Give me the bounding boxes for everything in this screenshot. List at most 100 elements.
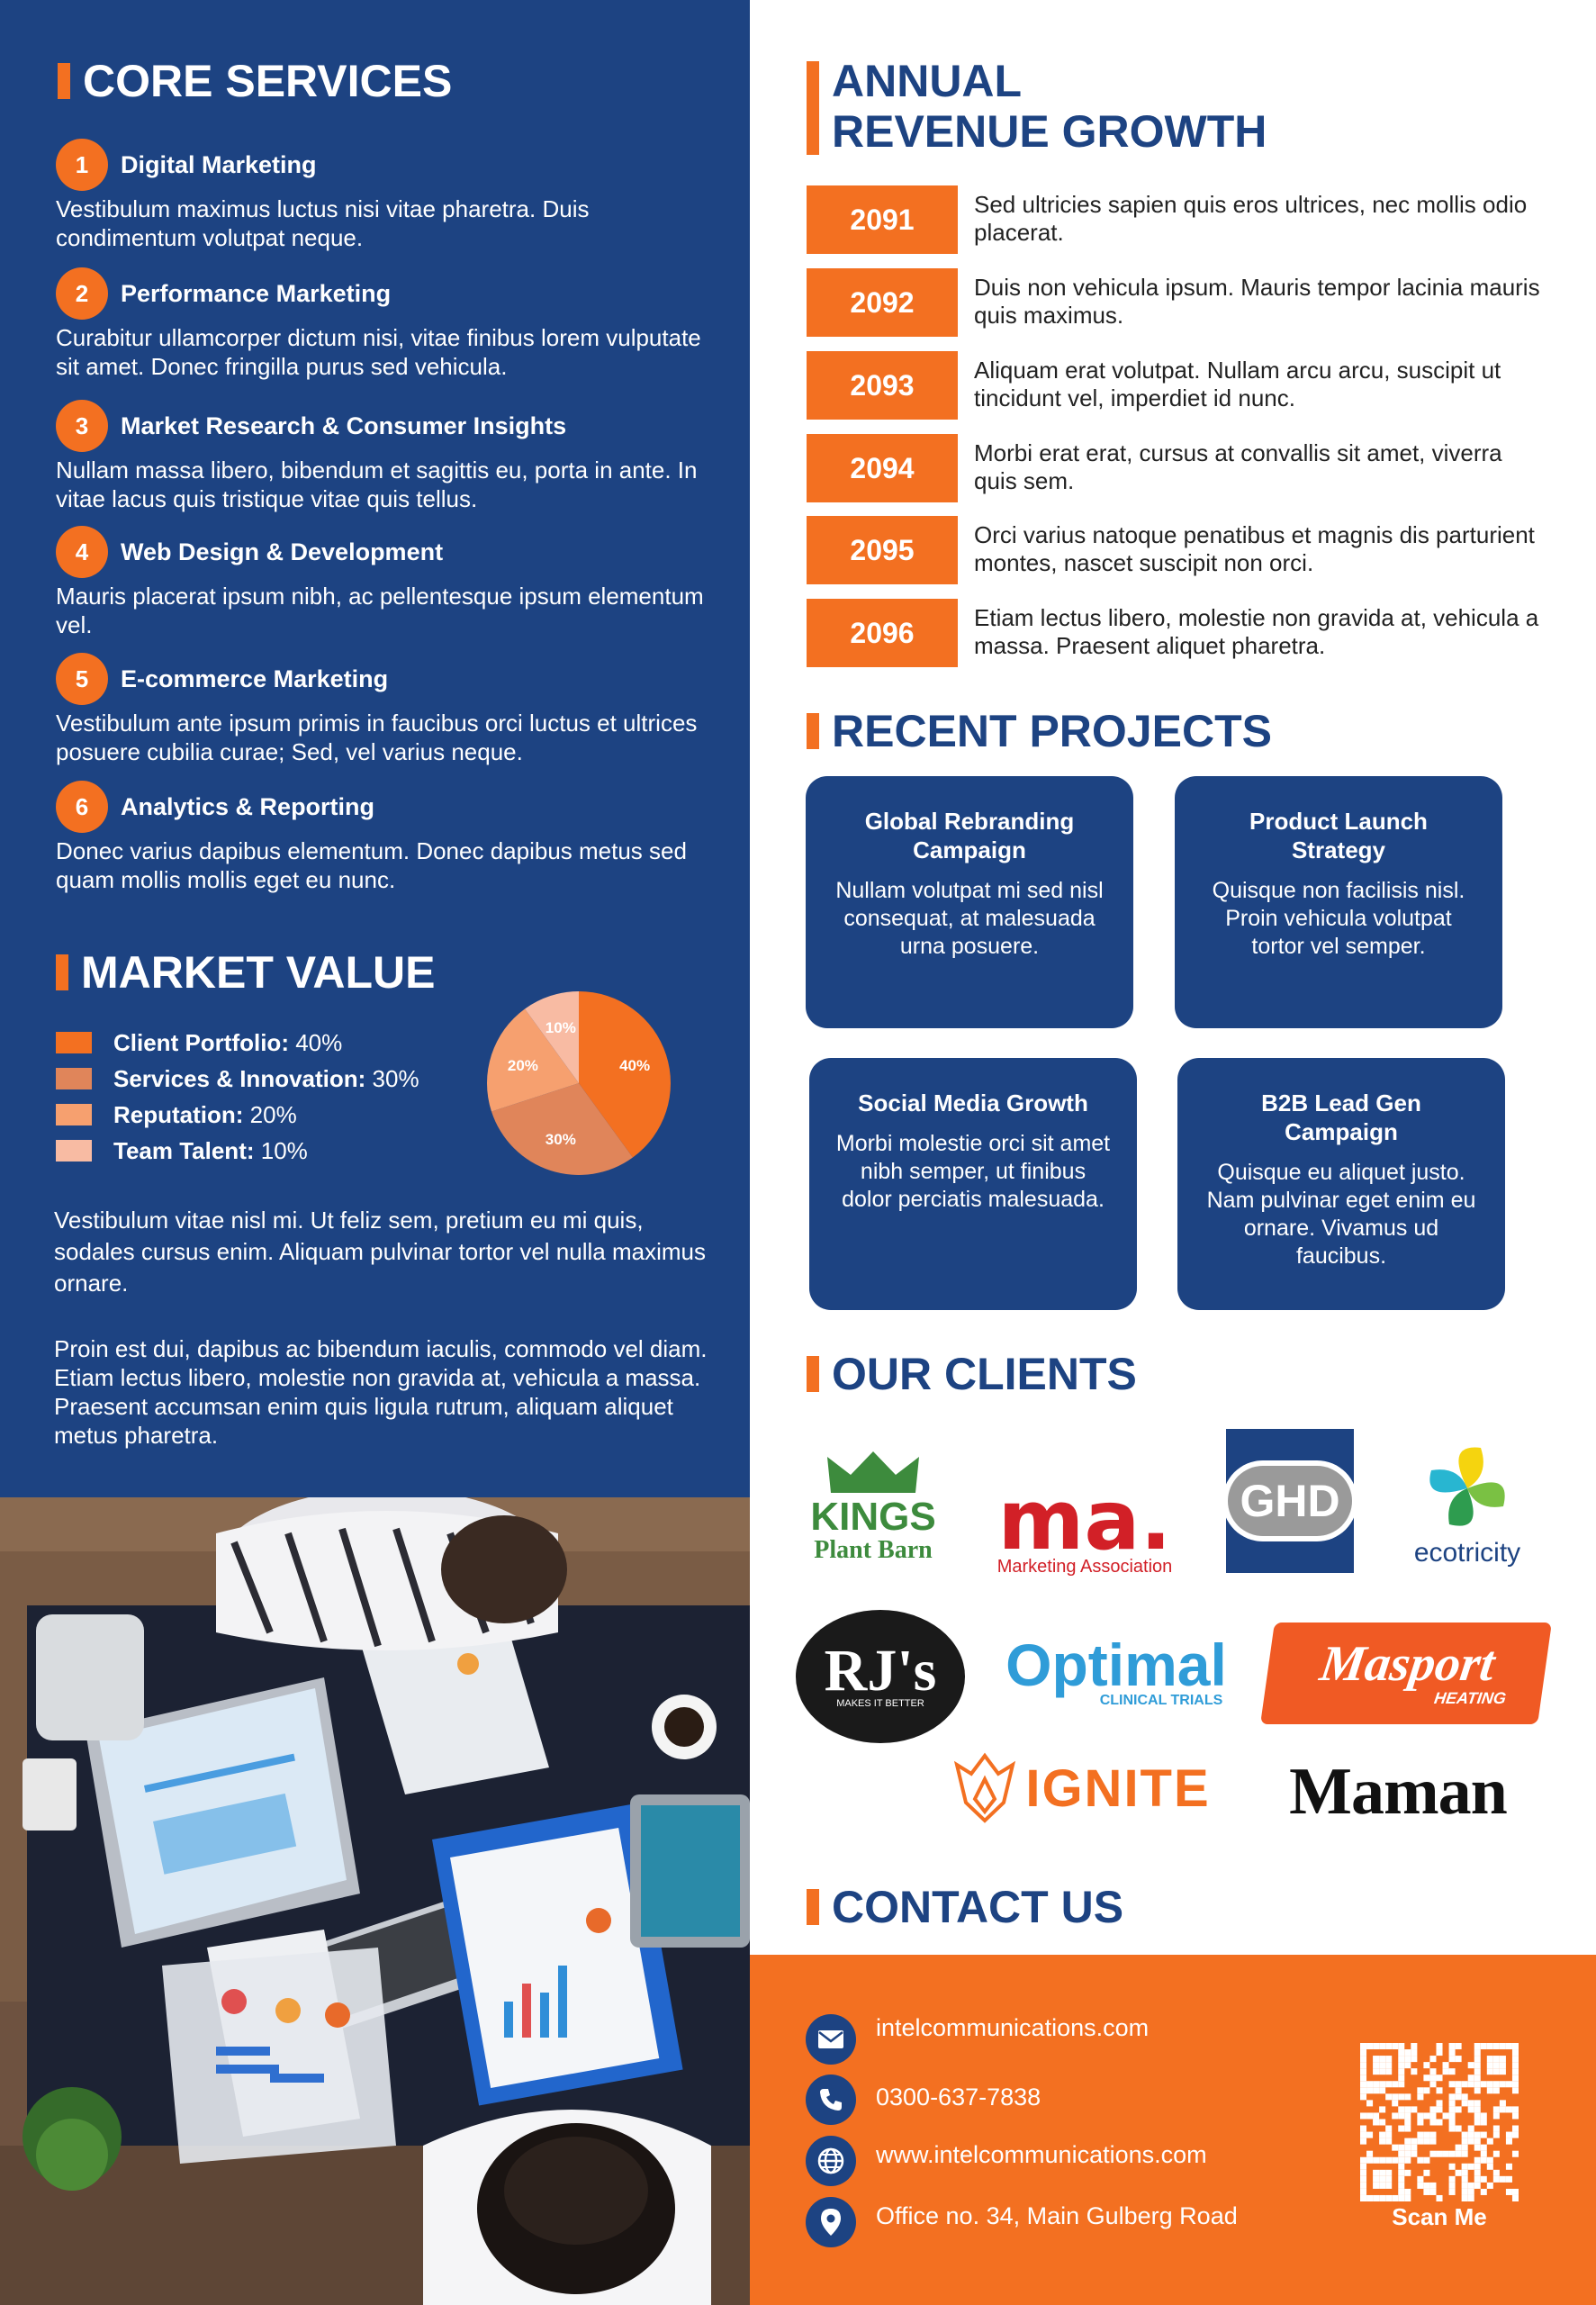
project-card: Global Rebranding Campaign Nullam volutp… (806, 776, 1133, 1028)
heading-accent-bar (807, 713, 819, 749)
revenue-year-badge: 2093 (807, 351, 958, 420)
project-card: B2B Lead Gen Campaign Quisque eu aliquet… (1177, 1058, 1505, 1310)
market-paragraph-2: Proin est dui, dapibus ac bibendum iacul… (54, 1335, 708, 1449)
client-logo-rjs: RJ's MAKES IT BETTER (796, 1610, 965, 1743)
heading-accent-bar (807, 1356, 819, 1392)
legend-item: Team Talent: 10% (56, 1133, 470, 1169)
desk-illustration (0, 1497, 750, 2305)
service-description: Mauris placerat ipsum nibh, ac pellentes… (56, 583, 704, 638)
legend-label: Services & Innovation: (113, 1064, 366, 1092)
service-title: Market Research & Consumer Insights (121, 411, 567, 439)
service-description: Vestibulum ante ipsum primis in faucibus… (56, 710, 698, 765)
revenue-description: Aliquam erat volutpat. Nullam arcu arcu,… (974, 357, 1501, 411)
clients-heading: OUR CLIENTS (807, 1349, 1137, 1399)
client-logo-maman: Maman (1249, 1751, 1546, 1832)
revenue-year-badge: 2096 (807, 599, 958, 667)
legend-item: Client Portfolio: 40% (56, 1025, 470, 1061)
pie-slice-label: 30% (546, 1131, 576, 1148)
left-panel: CORE SERVICES 1 Digital Marketing Vestibu… (0, 0, 750, 2305)
service-description: Nullam massa libero, bibendum et sagitti… (56, 456, 698, 512)
revenue-row: 2096 Etiam lectus libero, molestie non gr… (807, 599, 1545, 667)
revenue-title-line2: REVENUE GROWTH (832, 106, 1267, 157)
rjs-logo-subtext: MAKES IT BETTER (836, 1698, 924, 1709)
service-title: E-commerce Marketing (121, 664, 389, 692)
client-logo-ignite: IGNITE (947, 1743, 1217, 1833)
phone-icon (806, 2074, 856, 2125)
clients-title: OUR CLIENTS (832, 1349, 1137, 1399)
project-description: Quisque eu aliquet justo. Nam pulvinar e… (1206, 1160, 1476, 1269)
ignite-logo-text: IGNITE (1025, 1758, 1211, 1818)
kings-logo-text: KINGS (810, 1495, 936, 1539)
legend-swatch (56, 1140, 92, 1162)
revenue-description: Orci varius natoque penatibus et magnis … (974, 521, 1535, 576)
service-number-badge: 4 (56, 526, 108, 578)
legend-label: Reputation: (113, 1100, 244, 1128)
contact-email: intelcommunications.com (876, 2013, 1150, 2041)
ma-logo-subtext: Marketing Association (996, 1556, 1173, 1577)
legend-label: Client Portfolio: (113, 1028, 289, 1056)
heading-accent-bar (807, 1889, 819, 1925)
rjs-logo-text: RJ's (824, 1638, 937, 1704)
legend-item: Services & Innovation: 30% (56, 1061, 470, 1097)
client-logo-ecotricity: ecotricity (1391, 1432, 1544, 1576)
location-pin-icon (806, 2197, 856, 2247)
legend-item: Reputation: 20% (56, 1097, 470, 1133)
scan-me-label: Scan Me (1392, 2203, 1487, 2230)
office-desk-photo (0, 1497, 750, 2305)
contact-phone-row[interactable]: 0300-637-7838 (806, 2074, 1041, 2125)
service-description: Vestibulum maximus luctus nisi vitae pha… (56, 195, 590, 251)
legend-label: Team Talent: (113, 1136, 255, 1164)
revenue-description: Morbi erat erat, cursus at convallis sit… (974, 439, 1502, 494)
legend-value: 10% (260, 1136, 308, 1164)
heading-accent-bar (807, 61, 819, 155)
core-services-heading: CORE SERVICES (58, 56, 452, 106)
optimal-logo-text: Optimal (1005, 1632, 1227, 1698)
contact-email-row[interactable]: intelcommunications.com (806, 2014, 1149, 2065)
client-logo-kings: KINGS Plant Barn (801, 1439, 945, 1574)
legend-swatch (56, 1104, 92, 1125)
qr-code-icon[interactable] (1360, 2043, 1519, 2201)
flame-icon (954, 1752, 1016, 1823)
client-logo-masport: Masport HEATING (1260, 1623, 1552, 1724)
pinwheel-icon (1429, 1447, 1505, 1526)
project-title: B2B Lead Gen Campaign (1261, 1089, 1421, 1145)
contact-website: www.intelcommunications.com (876, 2140, 1207, 2168)
kings-logo-subtext: Plant Barn (814, 1536, 933, 1564)
legend-swatch (56, 1032, 92, 1053)
contact-heading: CONTACT US (807, 1882, 1123, 1932)
service-number-badge: 6 (56, 781, 108, 833)
project-card: Social Media Growth Morbi molestie orci … (809, 1058, 1137, 1310)
service-number-badge: 5 (56, 653, 108, 705)
legend-swatch (56, 1068, 92, 1089)
pie-slice-label: 20% (508, 1057, 538, 1074)
maman-logo-text: Maman (1289, 1754, 1508, 1829)
heading-accent-bar (58, 63, 70, 99)
contact-website-row[interactable]: www.intelcommunications.com (806, 2136, 1207, 2186)
mail-icon (806, 2014, 856, 2065)
revenue-description: Sed ultricies sapien quis eros ultrices,… (974, 191, 1528, 246)
revenue-description: Etiam lectus libero, molestie non gravid… (974, 604, 1539, 659)
revenue-year-badge: 2092 (807, 268, 958, 337)
service-description: Donec varius dapibus elementum. Donec da… (56, 837, 687, 893)
service-number-badge: 1 (56, 139, 108, 191)
pie-slice-client-portfolio (579, 991, 671, 1158)
project-card: Product Launch Strategy Quisque non faci… (1175, 776, 1502, 1028)
crown-icon (827, 1451, 919, 1493)
service-title: Performance Marketing (121, 279, 392, 307)
client-logo-ma: ma. Marketing Association (986, 1477, 1184, 1585)
service-title: Digital Marketing (121, 150, 317, 178)
legend-value: 20% (249, 1100, 297, 1128)
revenue-description: Duis non vehicula ipsum. Mauris tempor l… (974, 274, 1540, 329)
pie-slice-services-innovation (491, 1083, 633, 1175)
legend-value: 30% (372, 1064, 419, 1092)
project-title: Product Launch Strategy (1249, 808, 1428, 863)
contact-address-row[interactable]: Office no. 34, Main Gulberg Road (806, 2197, 1238, 2247)
revenue-row: 2093 Aliquam erat volutpat. Nullam arcu a… (807, 351, 1545, 420)
pie-slice-reputation (487, 1008, 579, 1112)
ecotricity-logo-text: ecotricity (1413, 1538, 1521, 1568)
revenue-title-line1: ANNUAL (832, 56, 1023, 106)
